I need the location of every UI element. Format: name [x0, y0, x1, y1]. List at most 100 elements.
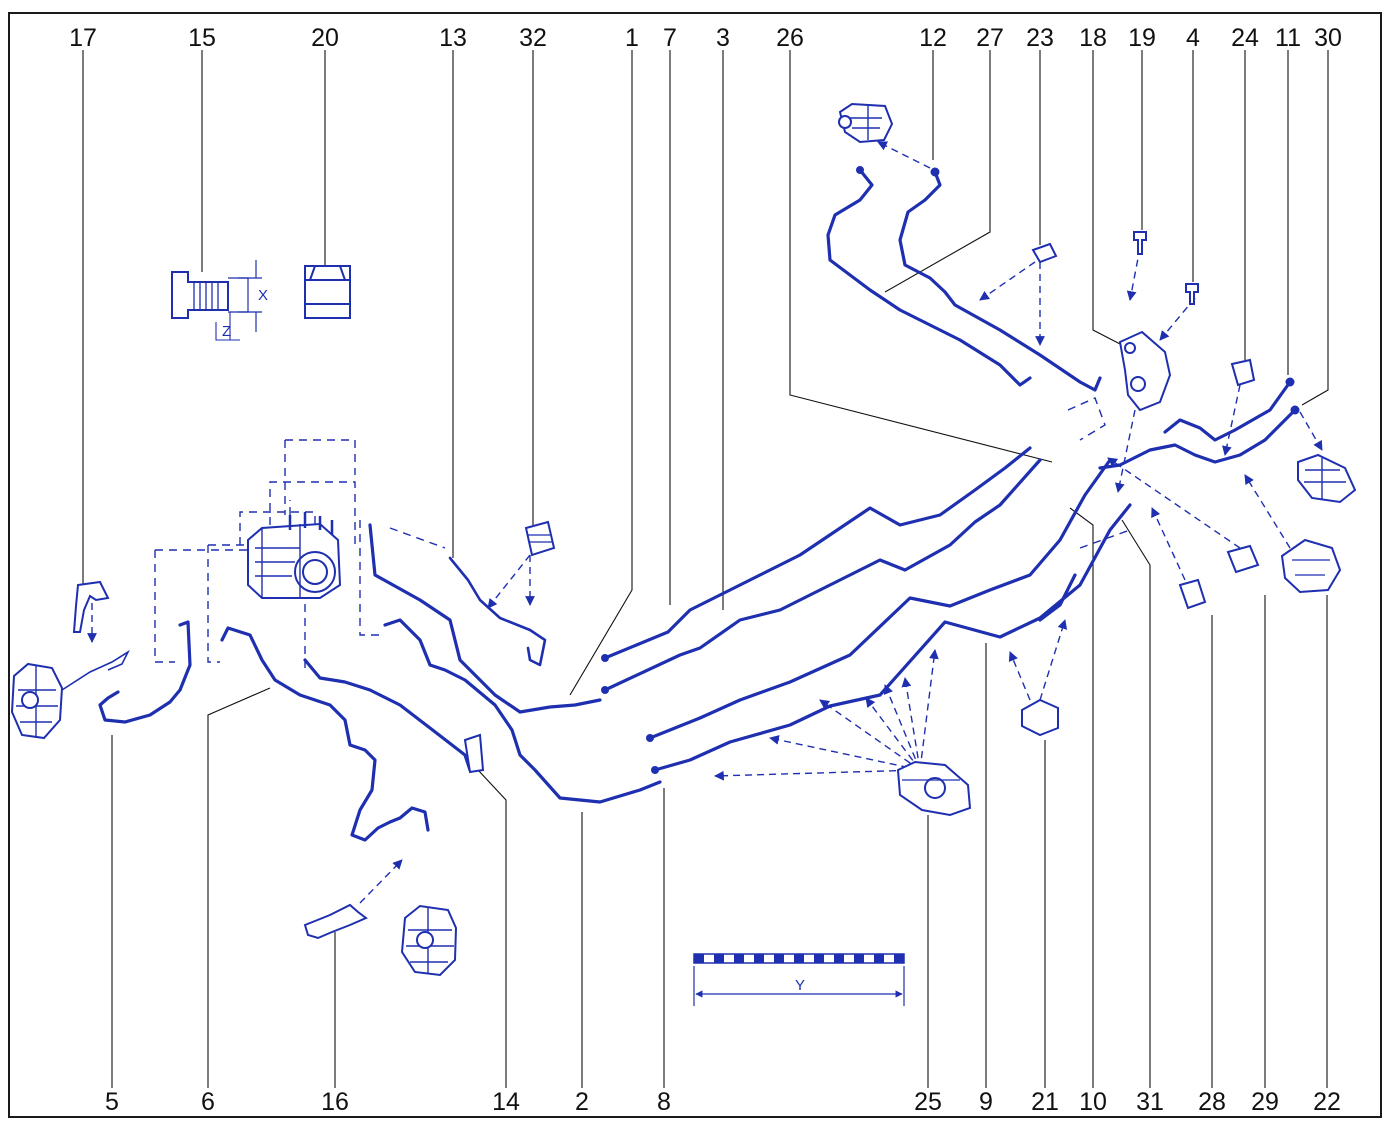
scale-bar-segment	[854, 954, 864, 963]
pipe-13	[368, 523, 602, 714]
scale-bar-segment	[694, 954, 704, 963]
abs-unit-icon	[247, 512, 342, 599]
scale-bar-segment	[814, 954, 824, 963]
pipe-7	[603, 446, 1032, 660]
callout-label-10: 10	[1079, 1088, 1107, 1116]
callout-label-8: 8	[657, 1088, 671, 1116]
pipe-30	[1098, 408, 1297, 470]
leader-30	[1301, 50, 1329, 406]
callout-label-32: 32	[519, 24, 547, 52]
callout-label-14: 14	[492, 1088, 520, 1116]
clip-28-icon	[1178, 578, 1207, 610]
dimension-x-label: X	[258, 287, 268, 304]
scale-bar-segment	[834, 954, 844, 963]
callout-label-11: 11	[1275, 24, 1301, 52]
callout-label-20: 20	[311, 24, 339, 52]
front-left-caliper-icon	[10, 649, 130, 740]
callout-label-15: 15	[188, 24, 216, 52]
leader-14	[477, 769, 507, 1088]
clip-21-icon	[1021, 698, 1059, 737]
dimension-z-label: Z	[222, 323, 231, 340]
pipe-11	[1163, 380, 1292, 442]
callout-label-3: 3	[716, 24, 730, 52]
bolt-19-icon	[1133, 231, 1147, 255]
clip-24-icon	[1230, 358, 1256, 387]
bracket-18-icon	[1118, 330, 1172, 412]
callout-label-25: 25	[914, 1088, 942, 1116]
nut-20-icon	[304, 265, 351, 319]
front-right-caliper-icon	[838, 102, 894, 144]
callout-label-4: 4	[1186, 24, 1200, 52]
pipe-1	[603, 458, 1042, 692]
callout-label-22: 22	[1313, 1088, 1341, 1116]
pipe-14	[303, 658, 482, 772]
callout-label-27: 27	[976, 24, 1004, 52]
bracket-16-icon	[303, 903, 368, 940]
scale-bar-segment	[774, 954, 784, 963]
clip-23-icon	[1031, 242, 1058, 264]
scale-bar-segment	[874, 954, 884, 963]
scale-bar-segment	[794, 954, 804, 963]
pipe-12	[826, 168, 1032, 387]
callout-label-31: 31	[1136, 1088, 1164, 1116]
rear-right-caliper-icon	[1297, 453, 1357, 504]
clip-29-icon	[1226, 544, 1260, 574]
pipe-fittings	[601, 166, 1300, 774]
leader-31	[1121, 519, 1151, 1088]
callout-label-24: 24	[1231, 24, 1259, 52]
callout-label-28: 28	[1198, 1088, 1226, 1116]
callout-label-30: 30	[1314, 24, 1342, 52]
leader-1	[569, 50, 633, 696]
pipe-8	[653, 503, 1132, 772]
diagram-frame	[8, 12, 1382, 1118]
leader-18	[1092, 50, 1123, 346]
callout-label-16: 16	[321, 1088, 349, 1116]
rear-left-caliper-icon	[400, 904, 458, 977]
callout-label-1: 1	[625, 24, 639, 52]
pipe-13-upper	[448, 556, 547, 667]
scale-bar-y	[693, 953, 905, 1006]
callout-label-13: 13	[439, 24, 467, 52]
pipe-3	[648, 458, 1112, 740]
scale-bar-segment	[894, 954, 904, 963]
callout-label-7: 7	[663, 24, 677, 52]
callout-label-9: 9	[979, 1088, 993, 1116]
callout-label-2: 2	[575, 1088, 589, 1116]
assembly-arrows	[87, 141, 1323, 904]
bracket-22-icon	[1280, 538, 1342, 594]
callout-label-18: 18	[1079, 24, 1107, 52]
scale-bar-segment	[754, 954, 764, 963]
fitting-details	[171, 260, 351, 341]
callout-label-19: 19	[1128, 24, 1156, 52]
leader-6	[207, 687, 271, 1088]
leader-lines	[82, 50, 1329, 1088]
pipe-2	[383, 618, 662, 804]
callout-label-21: 21	[1031, 1088, 1059, 1116]
components	[10, 102, 1357, 977]
callout-label-29: 29	[1251, 1088, 1279, 1116]
scale-bar-segment	[734, 954, 744, 963]
bracket-25-icon	[896, 760, 972, 817]
clip-32-icon	[524, 520, 556, 557]
bolt-4-icon	[1185, 283, 1199, 305]
callout-label-12: 12	[919, 24, 947, 52]
pipe-6	[220, 626, 430, 842]
pipe-27	[898, 170, 1102, 392]
callout-label-17: 17	[69, 24, 97, 52]
leader-26	[789, 50, 1053, 463]
pipe-9	[1038, 573, 1077, 622]
dimension-y-label: Y	[795, 977, 805, 994]
callout-label-26: 26	[776, 24, 804, 52]
pipe-5	[98, 620, 192, 724]
brake-pipes	[98, 168, 1297, 842]
callout-label-6: 6	[201, 1088, 215, 1116]
connector-14-icon	[463, 733, 485, 774]
callout-label-23: 23	[1026, 24, 1054, 52]
scale-bar-segment	[714, 954, 724, 963]
leader-10	[1069, 507, 1094, 1088]
bracket-17-icon	[72, 580, 110, 633]
callout-label-5: 5	[105, 1088, 119, 1116]
